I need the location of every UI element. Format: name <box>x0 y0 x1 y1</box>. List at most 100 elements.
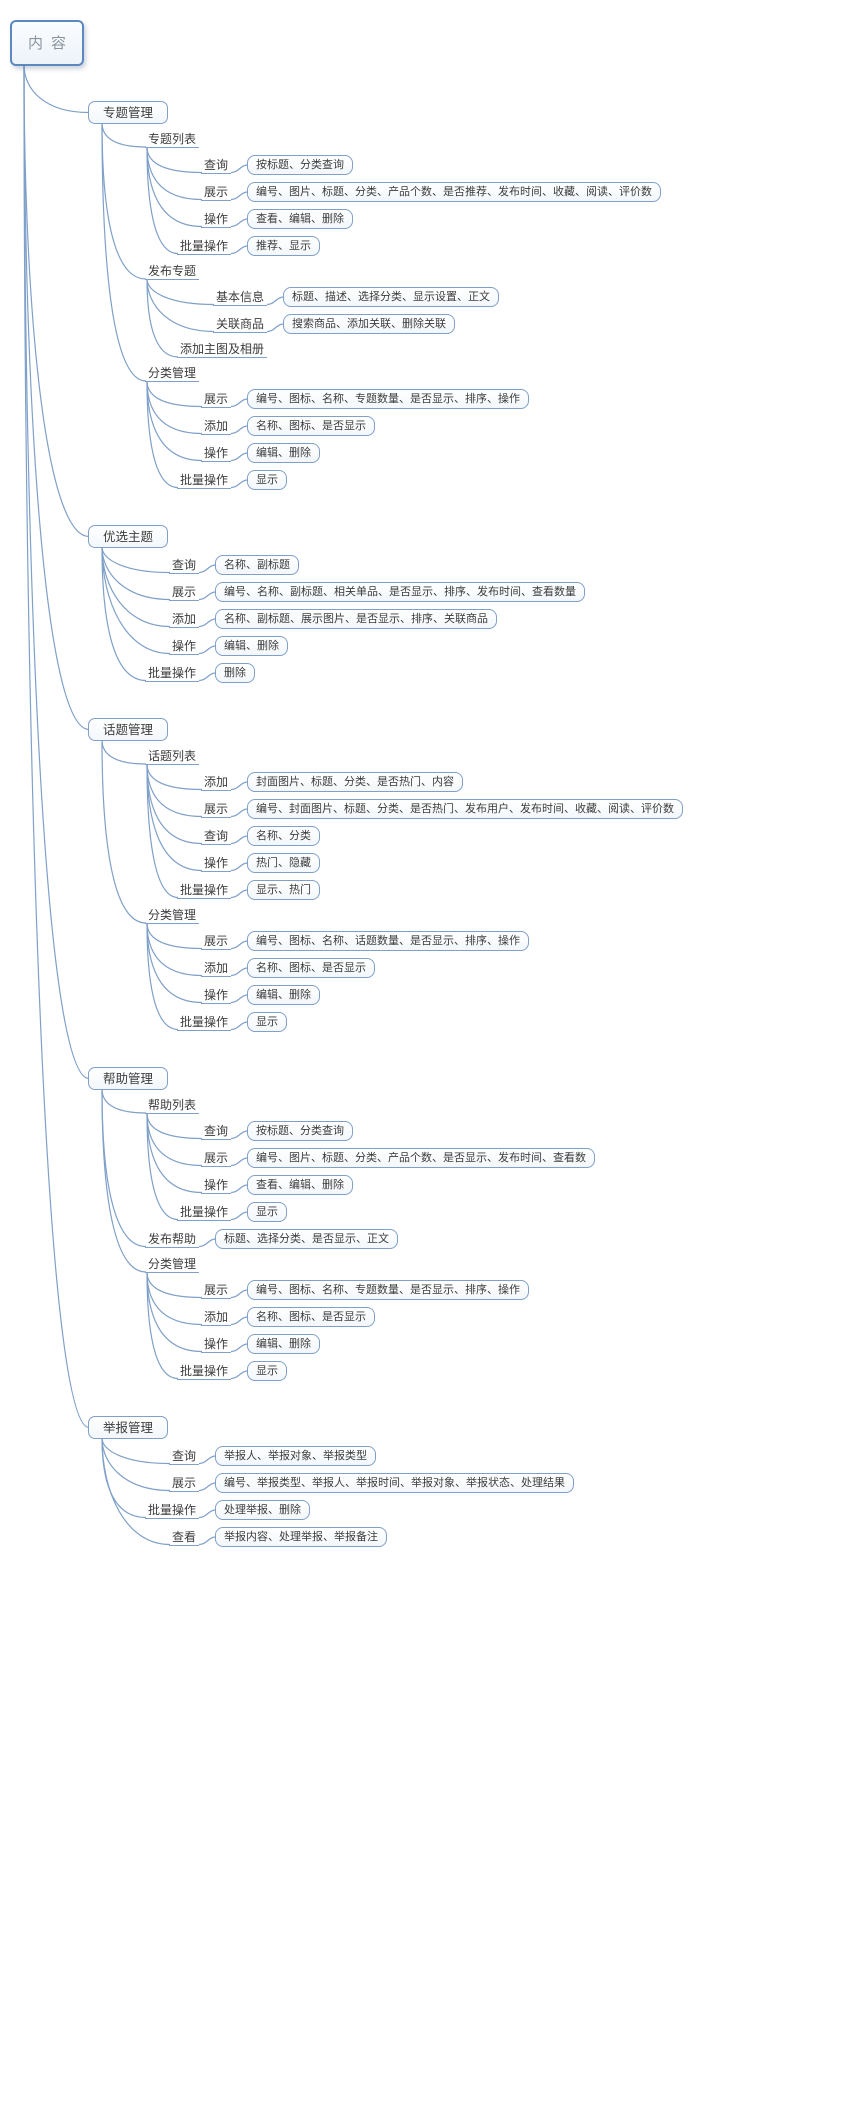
branch-topic-node[interactable]: 优选主题 <box>88 525 169 548</box>
detail-node[interactable]: 名称、分类 <box>247 826 320 846</box>
sub-topic-label[interactable]: 展示 <box>200 1150 231 1167</box>
detail-node[interactable]: 编辑、删除 <box>247 985 320 1005</box>
mindmap-branch: 查看举报内容、处理举报、举报备注 <box>143 1527 845 1547</box>
sub-topic-label[interactable]: 发布帮助 <box>144 1231 199 1248</box>
node-row: 分类管理 <box>143 907 845 924</box>
sub-topic-label[interactable]: 查询 <box>168 557 199 574</box>
connector-line <box>198 564 217 574</box>
sub-topic-label[interactable]: 展示 <box>200 933 231 950</box>
branch-topic-node[interactable]: 帮助管理 <box>88 1067 169 1090</box>
detail-node[interactable]: 名称、副标题、展示图片、是否显示、排序、关联商品 <box>215 609 497 629</box>
sub-topic-label[interactable]: 添加 <box>200 418 231 435</box>
sub-topic-label[interactable]: 查询 <box>200 1123 231 1140</box>
sub-topic-label[interactable]: 操作 <box>200 1177 231 1194</box>
sub-topic-label[interactable]: 操作 <box>200 1336 231 1353</box>
detail-node[interactable]: 标题、描述、选择分类、显示设置、正文 <box>283 287 499 307</box>
mindmap-branch: 添加名称、图标、是否显示 <box>175 1307 845 1327</box>
detail-node[interactable]: 编号、封面图片、标题、分类、是否热门、发布用户、发布时间、收藏、阅读、评价数 <box>247 799 683 819</box>
sub-topic-label[interactable]: 添加 <box>200 960 231 977</box>
sub-topic-label[interactable]: 展示 <box>200 1282 231 1299</box>
detail-node[interactable]: 热门、隐藏 <box>247 853 320 873</box>
detail-node[interactable]: 编辑、删除 <box>247 1334 320 1354</box>
sub-topic-label[interactable]: 操作 <box>168 638 199 655</box>
label-column: 批量操作 <box>175 472 231 489</box>
sub-topic-label[interactable]: 展示 <box>168 584 199 601</box>
detail-node[interactable]: 名称、图标、是否显示 <box>247 416 375 436</box>
detail-node[interactable]: 显示 <box>247 470 287 490</box>
label-column: 专题列表 <box>143 131 199 148</box>
branch-topic-node[interactable]: 举报管理 <box>88 1416 169 1439</box>
sub-topic-label[interactable]: 批量操作 <box>176 472 231 489</box>
sub-topic-label[interactable]: 添加 <box>168 611 199 628</box>
sub-topic-label[interactable]: 展示 <box>200 184 231 201</box>
detail-node[interactable]: 名称、副标题 <box>215 555 299 575</box>
sub-topic-label[interactable]: 展示 <box>200 801 231 818</box>
sub-topic-label[interactable]: 添加 <box>200 1309 231 1326</box>
detail-node[interactable]: 推荐、显示 <box>247 236 320 256</box>
sub-topic-label[interactable]: 展示 <box>168 1475 199 1492</box>
sub-topic-label[interactable]: 基本信息 <box>212 289 267 306</box>
sub-topic-label[interactable]: 话题列表 <box>144 748 199 765</box>
detail-node[interactable]: 编号、图片、标题、分类、产品个数、是否显示、发布时间、查看数 <box>247 1148 595 1168</box>
sub-topic-label[interactable]: 操作 <box>200 211 231 228</box>
detail-node[interactable]: 显示、热门 <box>247 880 320 900</box>
detail-node[interactable]: 举报内容、处理举报、举报备注 <box>215 1527 387 1547</box>
sub-topic-label[interactable]: 批量操作 <box>176 1363 231 1380</box>
sub-topic-label[interactable]: 分类管理 <box>144 1256 199 1273</box>
sub-topic-label[interactable]: 查询 <box>168 1448 199 1465</box>
detail-node[interactable]: 编辑、删除 <box>215 636 288 656</box>
detail-node[interactable]: 删除 <box>215 663 255 683</box>
detail-node[interactable]: 搜索商品、添加关联、删除关联 <box>283 314 455 334</box>
sub-topic-label[interactable]: 查看 <box>168 1529 199 1546</box>
detail-node[interactable]: 编号、名称、副标题、相关单品、是否显示、排序、发布时间、查看数量 <box>215 582 585 602</box>
sub-topic-label[interactable]: 操作 <box>200 445 231 462</box>
detail-node[interactable]: 处理举报、删除 <box>215 1500 310 1520</box>
detail-node[interactable]: 编号、图片、标题、分类、产品个数、是否推荐、发布时间、收藏、阅读、评价数 <box>247 182 661 202</box>
sub-topic-label[interactable]: 批量操作 <box>176 238 231 255</box>
sub-topic-label[interactable]: 批量操作 <box>176 1204 231 1221</box>
detail-node[interactable]: 名称、图标、是否显示 <box>247 958 375 978</box>
detail-node[interactable]: 查看、编辑、删除 <box>247 209 353 229</box>
label-column: 展示 <box>143 584 199 601</box>
node-row: 举报管理 <box>88 1416 845 1439</box>
sub-topic-label[interactable]: 操作 <box>200 987 231 1004</box>
sub-topic-label[interactable]: 关联商品 <box>212 316 267 333</box>
sub-topic-label[interactable]: 分类管理 <box>144 907 199 924</box>
sub-topic-label[interactable]: 查询 <box>200 157 231 174</box>
sub-topic-label[interactable]: 批量操作 <box>176 882 231 899</box>
sub-topic-label[interactable]: 专题列表 <box>144 131 199 148</box>
sub-topic-label[interactable]: 添加主图及相册 <box>176 341 267 358</box>
node-row: 添加名称、图标、是否显示 <box>175 958 845 978</box>
sub-topic-label[interactable]: 操作 <box>200 855 231 872</box>
sub-topic-label[interactable]: 添加 <box>200 774 231 791</box>
detail-node[interactable]: 显示 <box>247 1361 287 1381</box>
detail-node[interactable]: 标题、选择分类、是否显示、正文 <box>215 1229 398 1249</box>
detail-node[interactable]: 编号、图标、名称、专题数量、是否显示、排序、操作 <box>247 389 529 409</box>
detail-node[interactable]: 编号、图标、名称、话题数量、是否显示、排序、操作 <box>247 931 529 951</box>
root-topic-node[interactable]: 内容 <box>10 20 85 66</box>
detail-node[interactable]: 编辑、删除 <box>247 443 320 463</box>
detail-node[interactable]: 编号、图标、名称、专题数量、是否显示、排序、操作 <box>247 1280 529 1300</box>
connector-line <box>230 781 249 791</box>
detail-node[interactable]: 显示 <box>247 1202 287 1222</box>
detail-node[interactable]: 按标题、分类查询 <box>247 1121 353 1141</box>
branch-topic-node[interactable]: 专题管理 <box>88 101 169 124</box>
sub-topic-label[interactable]: 分类管理 <box>144 365 199 382</box>
detail-node[interactable]: 名称、图标、是否显示 <box>247 1307 375 1327</box>
detail-node[interactable]: 举报人、举报对象、举报类型 <box>215 1446 376 1466</box>
detail-node[interactable]: 按标题、分类查询 <box>247 155 353 175</box>
sub-topic-label[interactable]: 展示 <box>200 391 231 408</box>
sub-topic-label[interactable]: 批量操作 <box>144 1502 199 1519</box>
sub-topic-label[interactable]: 批量操作 <box>176 1014 231 1031</box>
sub-topic-label[interactable]: 批量操作 <box>144 665 199 682</box>
sub-topic-label[interactable]: 发布专题 <box>144 263 199 280</box>
sub-topic-label[interactable]: 查询 <box>200 828 231 845</box>
detail-node[interactable]: 查看、编辑、删除 <box>247 1175 353 1195</box>
detail-node[interactable]: 显示 <box>247 1012 287 1032</box>
sub-topic-label[interactable]: 帮助列表 <box>144 1097 199 1114</box>
mindmap-branch: 批量操作推荐、显示 <box>175 236 845 256</box>
detail-node[interactable]: 编号、举报类型、举报人、举报时间、举报对象、举报状态、处理结果 <box>215 1473 574 1493</box>
branch-topic-node[interactable]: 话题管理 <box>88 718 169 741</box>
detail-node[interactable]: 封面图片、标题、分类、是否热门、内容 <box>247 772 463 792</box>
